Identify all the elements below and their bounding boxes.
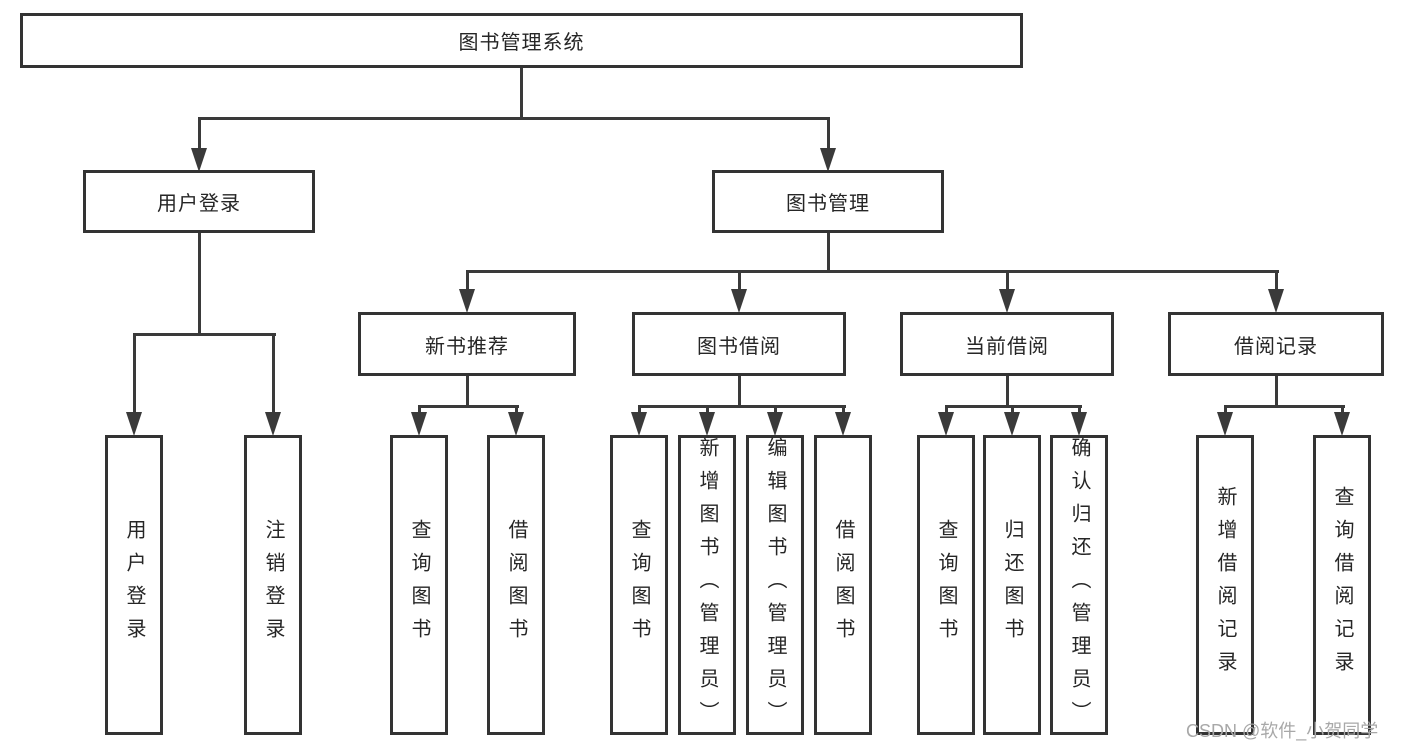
node-label: 查询图书 <box>935 519 957 651</box>
node-label: 注销登录 <box>262 519 284 651</box>
node-label: 新书推荐 <box>425 335 509 358</box>
node-label: 图书管理 <box>786 193 870 215</box>
leaf-query-borrow-record: 查询借阅记录 <box>1313 435 1371 735</box>
connector-arrowhead <box>1217 412 1233 436</box>
connector-line <box>638 405 846 408</box>
node-label: 图书管理系统 <box>458 32 585 54</box>
connector-line <box>1341 405 1344 418</box>
leaf-user-login: 用户登录 <box>105 435 163 735</box>
connector-line <box>1275 270 1278 295</box>
node-label: 编辑图书（管理员） <box>764 436 786 734</box>
connector-line <box>133 333 136 418</box>
node-new-book-recommend: 新书推荐 <box>358 312 576 376</box>
connector-line <box>706 405 709 418</box>
connector-arrowhead <box>459 289 475 313</box>
connector-line <box>842 405 845 418</box>
connector-arrowhead <box>835 412 851 436</box>
leaf-add-book-admin: 新增图书（管理员） <box>678 435 736 735</box>
connector-line <box>466 376 469 408</box>
node-label: 用户登录 <box>123 519 145 651</box>
connector-line <box>827 233 830 273</box>
connector-line <box>520 68 523 119</box>
node-label: 借阅图书 <box>505 519 527 651</box>
connector-arrowhead <box>1071 412 1087 436</box>
connector-line <box>774 405 777 418</box>
connector-arrowhead <box>999 289 1015 313</box>
node-current-borrow: 当前借阅 <box>900 312 1114 376</box>
leaf-logout: 注销登录 <box>244 435 302 735</box>
connector-arrowhead <box>1268 289 1284 313</box>
node-library-management-system: 图书管理系统 <box>20 13 1023 68</box>
connector-arrowhead <box>699 412 715 436</box>
node-book-borrow: 图书借阅 <box>632 312 846 376</box>
connector-line <box>466 270 1279 273</box>
connector-arrowhead <box>126 412 142 436</box>
node-label: 归还图书 <box>1001 519 1023 651</box>
connector-line <box>638 405 641 418</box>
connector-line <box>198 117 830 120</box>
leaf-query-books-borrow: 查询图书 <box>610 435 668 735</box>
connector-line <box>133 333 276 336</box>
node-label: 查询图书 <box>628 519 650 651</box>
watermark: CSDN @软件_小贺同学 <box>1186 721 1379 741</box>
node-label: 当前借阅 <box>965 335 1049 358</box>
connector-line <box>1224 405 1345 408</box>
connector-line <box>1224 405 1227 418</box>
connector-line <box>738 270 741 295</box>
connector-arrowhead <box>1004 412 1020 436</box>
leaf-return-book: 归还图书 <box>983 435 1041 735</box>
connector-line <box>272 333 275 418</box>
connector-line <box>198 117 201 152</box>
connector-arrowhead <box>508 412 524 436</box>
connector-arrowhead <box>265 412 281 436</box>
leaf-add-borrow-record: 新增借阅记录 <box>1196 435 1254 735</box>
node-label: 借阅图书 <box>832 519 854 651</box>
leaf-edit-book-admin: 编辑图书（管理员） <box>746 435 804 735</box>
connector-arrowhead <box>731 289 747 313</box>
node-borrow-records: 借阅记录 <box>1168 312 1384 376</box>
leaf-confirm-return-admin: 确认归还（管理员） <box>1050 435 1108 735</box>
leaf-borrow-books-recommend: 借阅图书 <box>487 435 545 735</box>
connector-line <box>418 405 519 408</box>
connector-line <box>1275 376 1278 408</box>
node-label: 新增图书（管理员） <box>696 436 718 734</box>
node-user-login: 用户登录 <box>83 170 315 233</box>
connector-line <box>515 405 518 418</box>
connector-line <box>418 405 421 418</box>
connector-line <box>1011 405 1014 418</box>
node-book-management: 图书管理 <box>712 170 944 233</box>
connector-line <box>198 233 201 336</box>
leaf-query-books-current: 查询图书 <box>917 435 975 735</box>
connector-arrowhead <box>631 412 647 436</box>
connector-line <box>945 405 948 418</box>
connector-line <box>1006 270 1009 295</box>
connector-arrowhead <box>411 412 427 436</box>
connector-line <box>466 270 469 295</box>
connector-line <box>827 117 830 152</box>
leaf-borrow-books: 借阅图书 <box>814 435 872 735</box>
connector-line <box>1006 376 1009 408</box>
node-label: 查询图书 <box>408 519 430 651</box>
connector-line <box>738 376 741 408</box>
connector-arrowhead <box>191 148 207 172</box>
node-label: 图书借阅 <box>697 335 781 358</box>
connector-arrowhead <box>820 148 836 172</box>
connector-arrowhead <box>1334 412 1350 436</box>
node-label: 查询借阅记录 <box>1331 486 1353 684</box>
node-label: 新增借阅记录 <box>1214 486 1236 684</box>
leaf-query-books-recommend: 查询图书 <box>390 435 448 735</box>
connector-arrowhead <box>767 412 783 436</box>
node-label: 确认归还（管理员） <box>1068 436 1090 734</box>
node-label: 借阅记录 <box>1234 335 1318 358</box>
connector-arrowhead <box>938 412 954 436</box>
connector-line <box>1078 405 1081 418</box>
node-label: 用户登录 <box>157 193 241 215</box>
